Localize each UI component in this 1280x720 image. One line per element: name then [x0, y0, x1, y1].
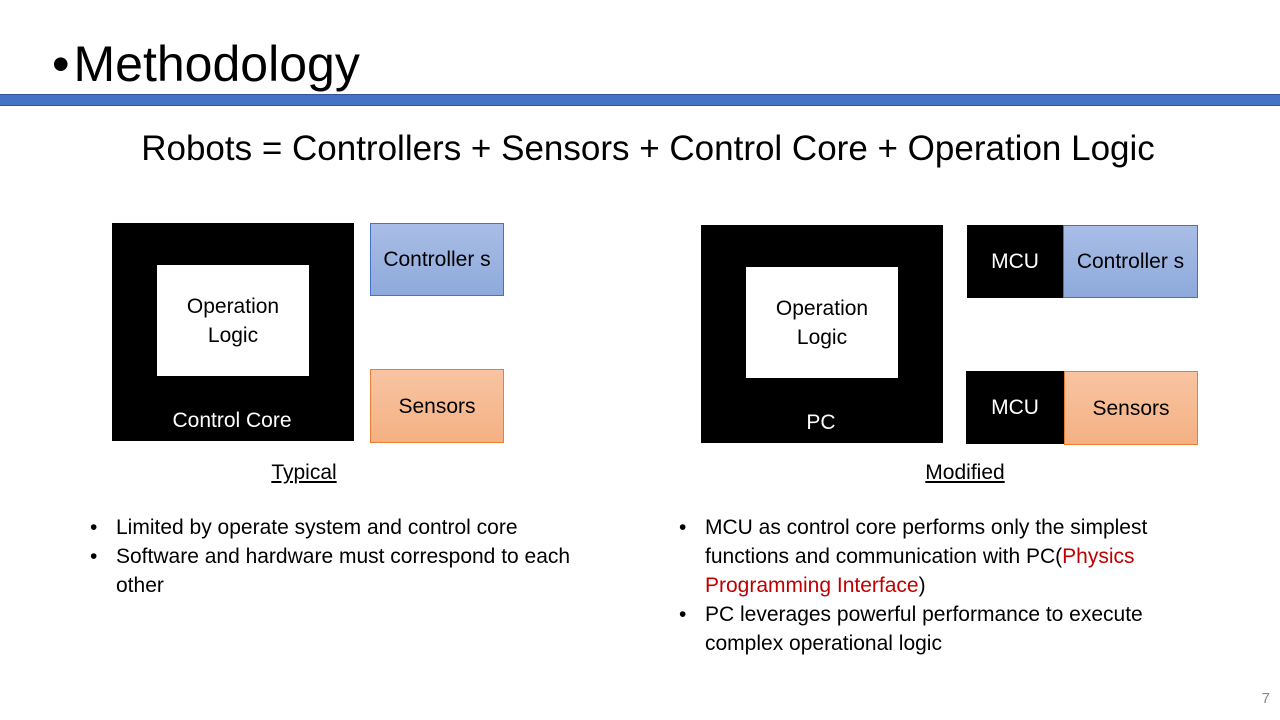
slide-title: •Methodology — [52, 34, 360, 94]
bullet-text: MCU as control core performs only the si… — [705, 516, 1148, 568]
robot-equation: Robots = Controllers + Sensors + Control… — [141, 129, 1155, 168]
controllers-box: Controller s — [370, 223, 504, 296]
mcu-sensors-box: MCU — [966, 371, 1064, 444]
typical-caption: Typical — [271, 461, 337, 484]
operation-logic-label: Operation Logic — [186, 294, 280, 347]
title-bullet: • — [52, 36, 70, 92]
pc-label: PC — [806, 411, 836, 434]
modified-caption: Modified — [925, 461, 1005, 484]
list-item: PC leverages powerful performance to exe… — [673, 600, 1173, 658]
typical-bullet-list: Limited by operate system and control co… — [84, 513, 614, 600]
operation-logic-label: Operation Logic — [775, 296, 869, 349]
sensors-label: Sensors — [1092, 396, 1170, 420]
sensors-box: Sensors — [370, 369, 504, 443]
title-text: Methodology — [73, 36, 360, 92]
sensors-label: Sensors — [398, 394, 476, 418]
operation-logic-box: Operation Logic — [157, 265, 309, 376]
title-underline-bar — [0, 94, 1280, 106]
controllers-label: Controller s — [1076, 250, 1185, 273]
operation-logic-box: Operation Logic — [746, 267, 898, 378]
mcu-label: MCU — [991, 249, 1039, 273]
list-item: Software and hardware must correspond to… — [84, 542, 614, 600]
mcu-controllers-box: MCU — [967, 225, 1063, 298]
page-number: 7 — [1261, 690, 1270, 707]
sensors-box: Sensors — [1064, 371, 1198, 445]
bullet-text: ) — [918, 574, 926, 597]
controllers-box: Controller s — [1063, 225, 1198, 298]
mcu-label: MCU — [991, 395, 1039, 419]
highlighted-text: Physics Programming Interface — [705, 545, 1135, 597]
list-item: MCU as control core performs only the si… — [673, 513, 1173, 600]
control-core-label: Control Core — [172, 409, 292, 432]
list-item: Limited by operate system and control co… — [84, 513, 614, 542]
controllers-label: Controller s — [383, 248, 491, 271]
modified-bullet-list: MCU as control core performs only the si… — [673, 513, 1173, 658]
